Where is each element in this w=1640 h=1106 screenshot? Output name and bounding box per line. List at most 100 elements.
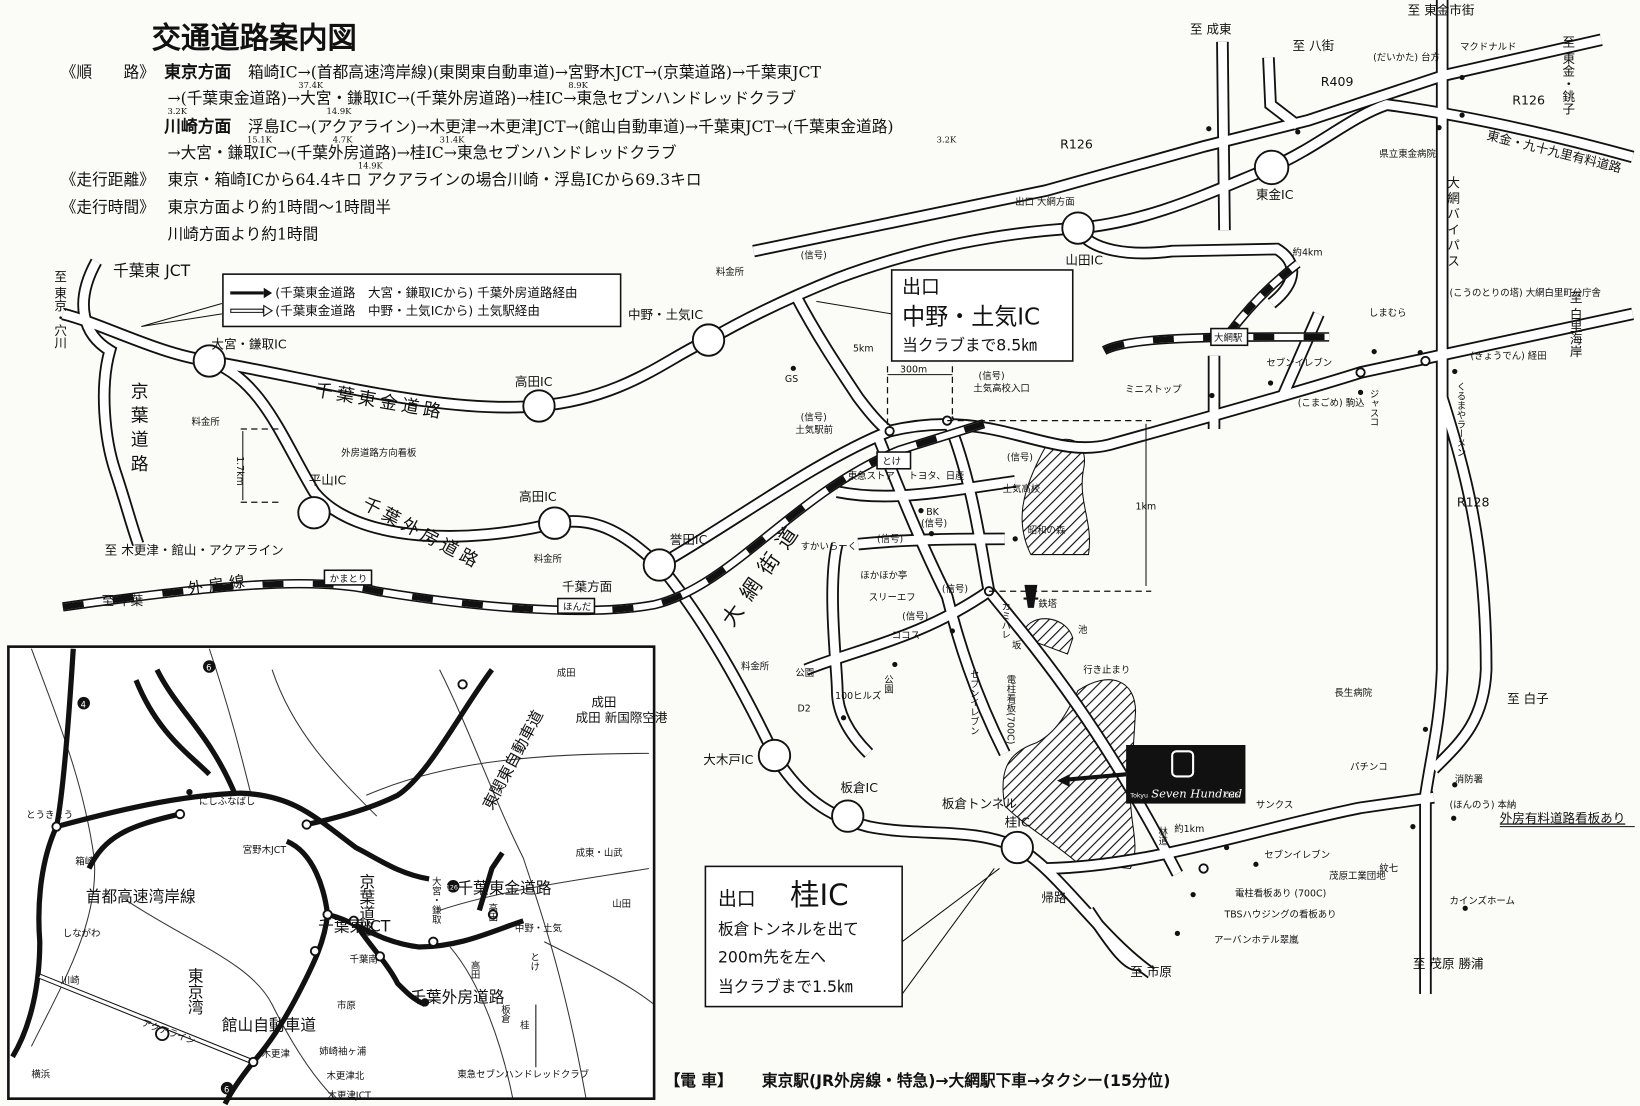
label: 1km <box>1136 502 1157 513</box>
label: 千葉外房道路 <box>410 987 504 1006</box>
label: (信号) <box>979 370 1005 382</box>
label: 料金所 <box>534 553 562 565</box>
label: 林道 <box>1156 826 1168 846</box>
label: (信号) <box>1007 451 1033 463</box>
label: 消防署 <box>1455 774 1483 786</box>
label: (信号) <box>877 533 903 545</box>
km-mark: 14.9K <box>327 106 353 116</box>
label: R126 <box>1512 93 1545 108</box>
label: (ほんのう) 本納 <box>1450 799 1517 811</box>
yamada-ic-marker[interactable] <box>1061 211 1095 245</box>
label: 誉田IC <box>670 532 708 547</box>
label: 公園 <box>882 675 894 695</box>
label: 千葉東金道路 <box>457 879 551 898</box>
interchanges <box>192 149 1431 874</box>
label: 高田 <box>486 902 498 922</box>
label: 桂IC <box>1005 815 1030 830</box>
takata-ic-2-marker[interactable] <box>538 506 572 540</box>
svg-text:Club: Club <box>1225 792 1239 799</box>
label: 中野・土気IC <box>628 307 703 322</box>
label: 平山IC <box>309 472 347 487</box>
label: 料金所 <box>716 266 744 278</box>
label: 東急セブンハンドレッドクラブ <box>457 1069 589 1081</box>
club-logo[interactable]: Tokyu Seven Hundred Club <box>1057 745 1246 804</box>
svg-text:Seven Hundred: Seven Hundred <box>1151 786 1242 800</box>
legend: (千葉東金道路 大宮・鎌取ICから) 千葉外房道路経由 (千葉東金道路 中野・土… <box>222 273 622 328</box>
omiya-ic-marker[interactable] <box>192 344 226 378</box>
label: 外房道路方向看板 <box>341 447 417 459</box>
header: 交通道路案内図 《順 路》 東京方面 箱崎IC→(首都高速湾岸線)(東関東自動車… <box>61 21 957 243</box>
label: 板倉IC <box>840 780 878 795</box>
label: 大宮・鎌取IC <box>211 336 286 351</box>
distance-label: 《走行距離》 <box>61 170 155 189</box>
katsura-ic-marker[interactable] <box>1000 830 1034 865</box>
tokyo-route-line-1: 箱崎IC→(首都高速湾岸線)(東関東自動車道)→宮野木JCT→(京葉道路)→千葉… <box>248 62 821 81</box>
togane-ic-marker[interactable] <box>1253 149 1290 186</box>
svg-text:Tokyu: Tokyu <box>1129 792 1148 799</box>
label: 首都高速湾岸線 <box>86 887 196 906</box>
label: 京葉道路 <box>128 382 149 479</box>
label: しながわ <box>63 927 101 939</box>
label: 成田 <box>557 667 576 679</box>
label: 土気高校 <box>1003 483 1041 495</box>
label: マクドナルド <box>1460 42 1516 53</box>
label: すかいらーく <box>801 541 857 552</box>
label: 昭和の森 <box>1028 525 1066 537</box>
label: セブンイレブン <box>1266 357 1332 369</box>
label: 外房有料道路看板あり <box>1500 810 1625 825</box>
label: 長生病院 <box>1334 687 1372 699</box>
dimension-lines <box>141 302 1152 592</box>
label: 出口 大網方面 <box>1015 196 1074 208</box>
label: 料金所 <box>192 416 220 428</box>
label: 外房線 <box>186 571 251 599</box>
label: (信号) <box>921 517 947 529</box>
label: 木更津北 <box>327 1070 365 1082</box>
label: (きょうでん) 経田 <box>1470 350 1546 362</box>
label: D2 <box>797 704 810 715</box>
distance-text: 東京・箱崎ICから64.4キロ アクアラインの場合川崎・浮島ICから69.3キロ <box>167 170 701 189</box>
label: R126 <box>1060 137 1093 152</box>
label: 鉄塔 <box>1038 598 1057 610</box>
oami-station-label: 大網駅 <box>1214 332 1243 344</box>
okido-ic-marker[interactable] <box>757 738 792 773</box>
takata-ic-marker[interactable] <box>522 389 556 423</box>
label: 桂 <box>518 1019 530 1030</box>
kawasaki-heading: 川崎方面 <box>163 116 231 136</box>
label: 千葉南 <box>350 954 378 966</box>
inset-ic-markers <box>51 679 499 1068</box>
svg-text:126: 126 <box>446 884 458 891</box>
itakura-ic-marker[interactable] <box>831 799 865 833</box>
label: (だいかた) 台方 <box>1373 52 1440 64</box>
time-text-2: 川崎方面より約1時間 <box>167 225 318 244</box>
label: 至 茂原 勝浦 <box>1413 956 1484 971</box>
nakano-ic-marker[interactable] <box>691 323 726 357</box>
label: 土気高校入口 <box>973 382 1029 394</box>
label: 至 東金・銚子 <box>1560 36 1575 116</box>
label: 大網街道 <box>717 514 809 631</box>
label: スリーエフ <box>869 593 916 604</box>
label: GS <box>785 374 798 385</box>
label: 電柱看板あり (700C) <box>1235 888 1326 900</box>
label: ココス <box>892 630 920 641</box>
hirayama-ic-marker[interactable] <box>297 496 331 530</box>
label: 坂 <box>1010 640 1022 650</box>
time-label: 《走行時間》 <box>61 197 155 216</box>
time-text-1: 東京方面より約1時間〜1時間半 <box>167 197 391 216</box>
label: 東急ストア <box>848 470 895 482</box>
honda-ic-marker[interactable] <box>642 548 676 582</box>
label: 大網バイパス <box>1445 176 1460 270</box>
label: 川崎 <box>61 975 80 987</box>
label: 公園 <box>795 668 814 679</box>
legend-solid-label: (千葉東金道路 大宮・鎌取ICから) 千葉外房道路経由 <box>275 285 577 300</box>
label: 1.7km <box>234 456 245 486</box>
label: 至 市原 <box>1130 964 1172 979</box>
label: 池 <box>1078 624 1088 636</box>
label: (こうのとりの塔) 大網白里町分庁舎 <box>1450 287 1602 299</box>
label: セブンイレブン <box>968 670 980 736</box>
label: BK <box>926 507 939 518</box>
km-mark: 14.9K <box>358 160 384 170</box>
callout-distance: 当クラブまで8.5㎞ <box>902 336 1037 355</box>
label: 千葉東 JCT <box>113 261 191 280</box>
km-mark: 8.9K <box>568 80 588 90</box>
